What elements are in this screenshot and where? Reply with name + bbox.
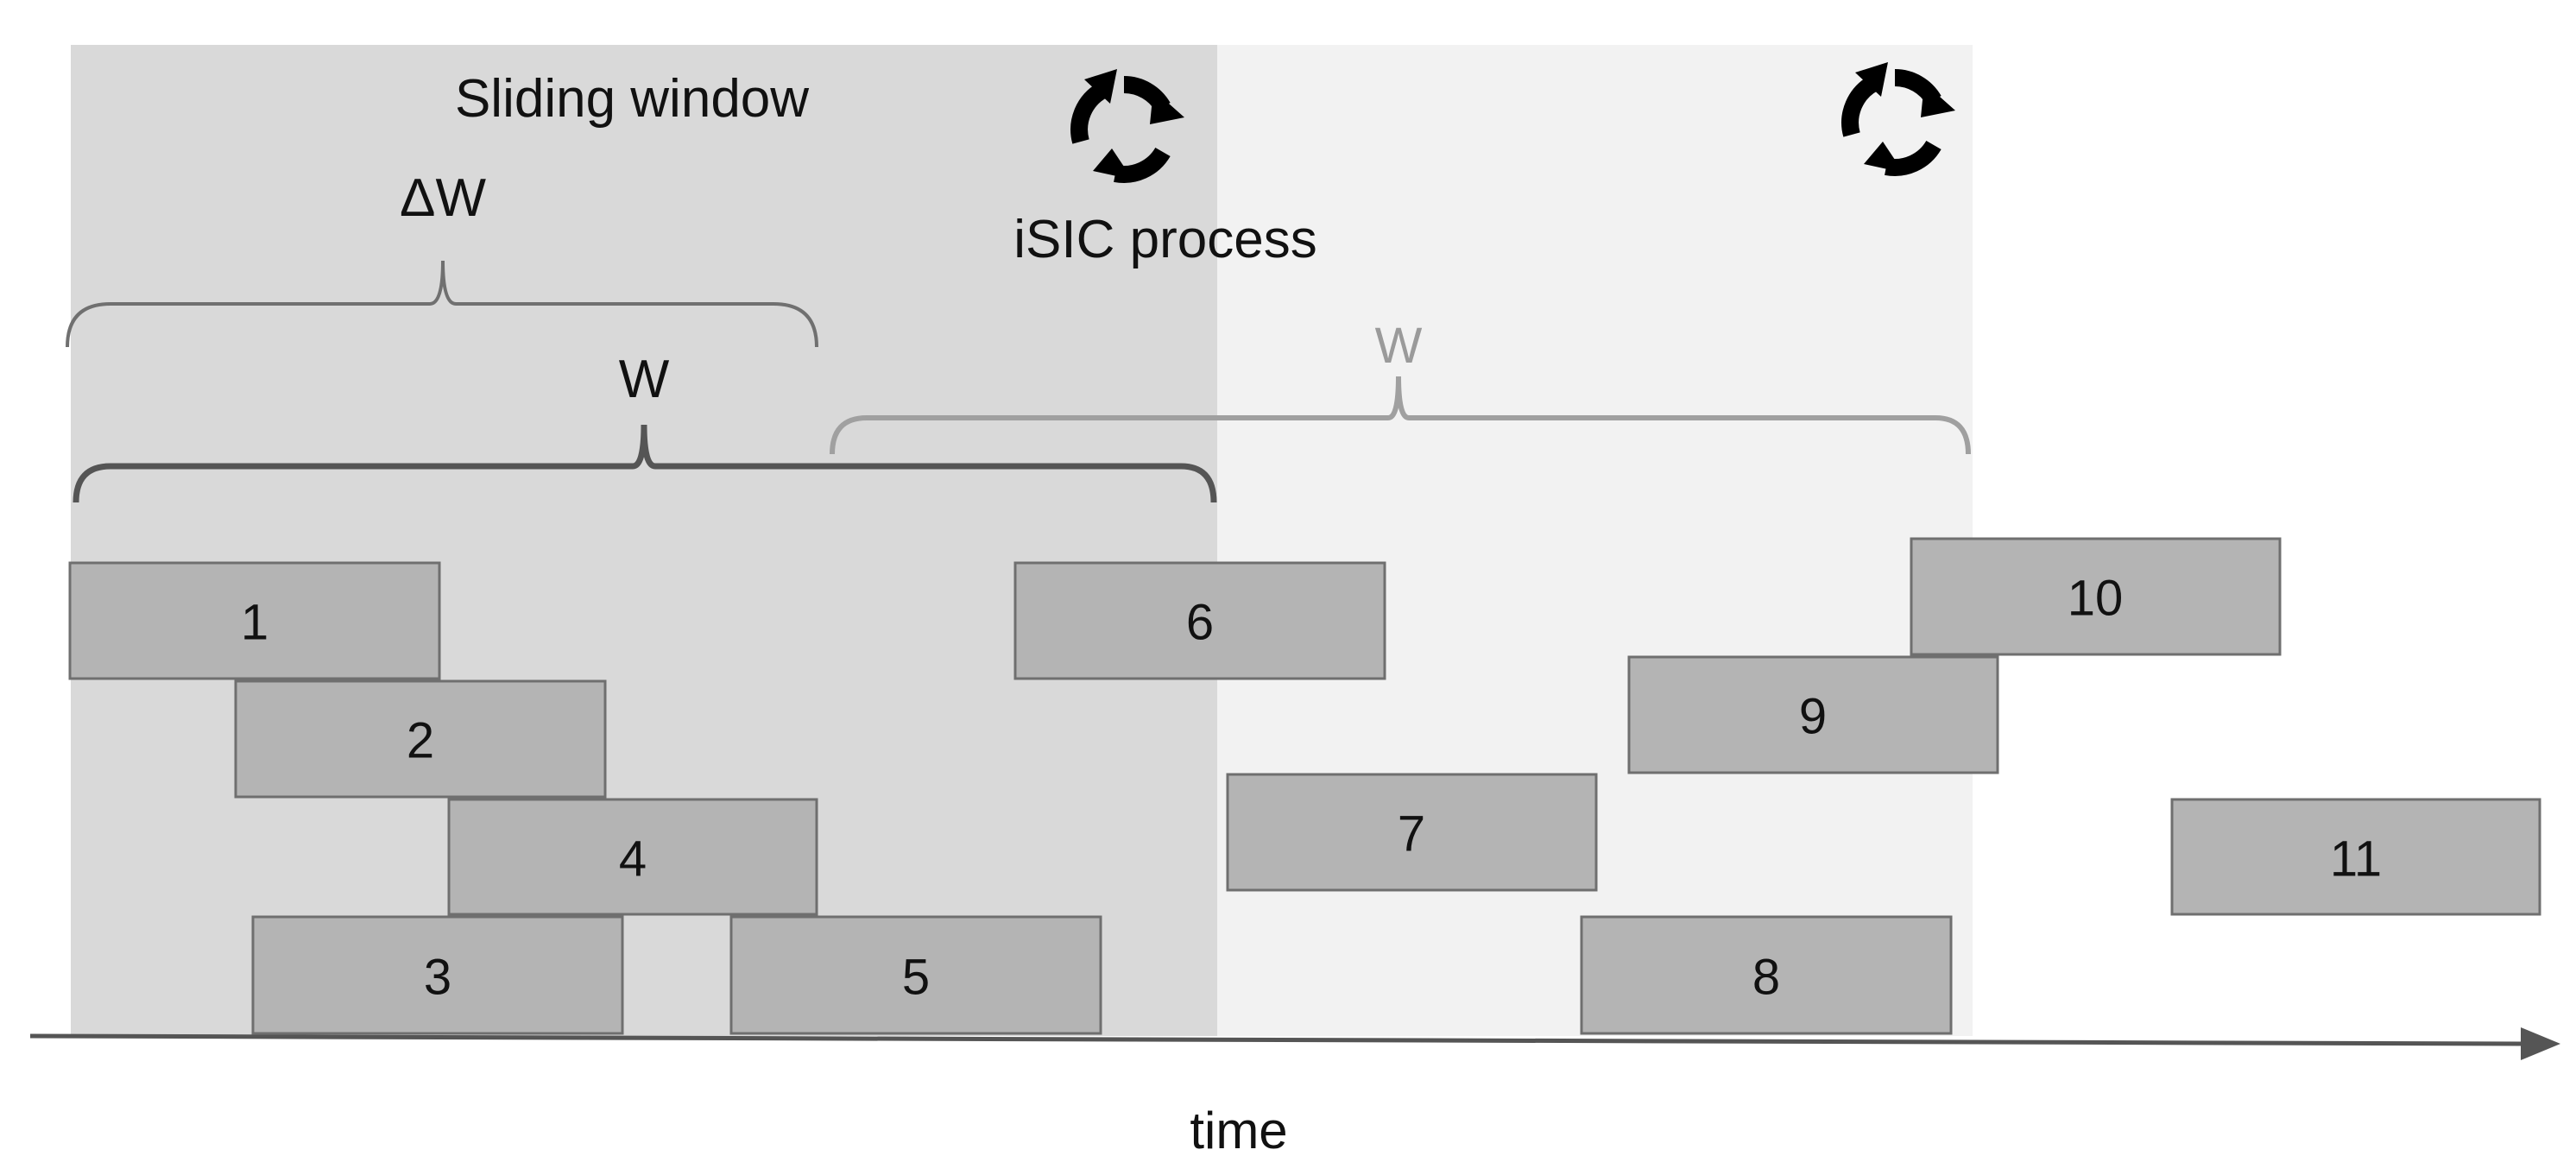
sliding-window-title: Sliding window (455, 69, 809, 129)
task-label: 2 (407, 713, 434, 769)
task-label: 9 (1799, 689, 1827, 745)
task-box: 9 (1627, 655, 1999, 774)
task-label: 7 (1398, 806, 1425, 862)
task-box: 6 (1013, 561, 1386, 680)
task-box: 8 (1580, 915, 1953, 1035)
task-label: 8 (1752, 950, 1780, 1006)
task-label: 1 (241, 595, 268, 651)
task-label: 4 (619, 831, 647, 888)
window-brace (73, 424, 1217, 503)
window-label: W (619, 350, 670, 409)
isic-process-label: iSIC process (1013, 210, 1316, 269)
task-box: 3 (251, 915, 624, 1035)
task-boxes: 1 2 3 4 5 6 7 8 (68, 537, 2541, 1035)
next-window-brace (830, 376, 1971, 455)
task-box: 4 (447, 798, 818, 916)
task-box: 7 (1226, 773, 1598, 892)
task-label: 10 (2068, 571, 2124, 627)
task-label: 11 (2330, 831, 2382, 888)
task-box: 10 (1910, 537, 2282, 656)
task-label: 5 (902, 950, 930, 1006)
delta-w-brace (66, 260, 818, 348)
next-window-label: W (1375, 318, 1423, 374)
task-box: 11 (2170, 798, 2541, 916)
task-box: 5 (729, 915, 1102, 1035)
task-label: 3 (424, 950, 451, 1006)
time-axis-label: time (1190, 1102, 1287, 1159)
time-axis (29, 1033, 2522, 1046)
task-box: 2 (234, 679, 607, 799)
task-box: 1 (68, 561, 441, 680)
delta-w-label: ΔW (400, 168, 486, 228)
time-axis-arrowhead (2521, 1027, 2560, 1060)
task-label: 6 (1186, 595, 1214, 651)
